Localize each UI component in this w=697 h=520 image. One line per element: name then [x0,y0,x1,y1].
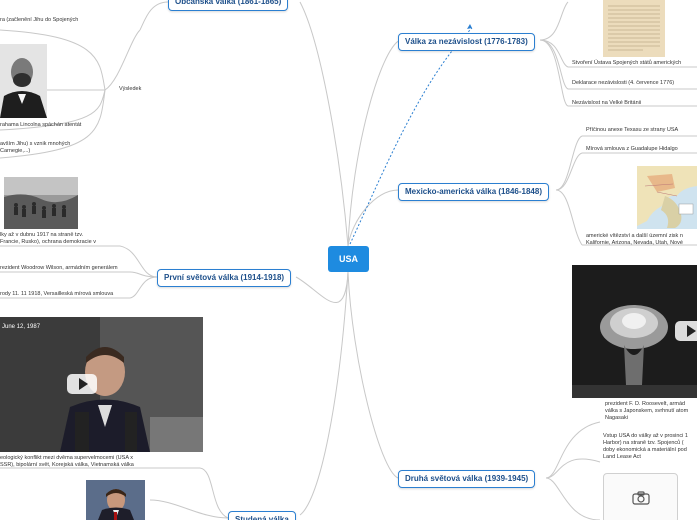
mexico-territory-map-image [637,166,697,229]
ww2-fdr-text-3: Nagasaki [605,415,628,421]
ww1-entry-text-1: lky až v dubnu 1917 na straně tzv. [0,232,84,238]
civil-war-result-label: Výsledek [119,86,142,92]
independence-britain-text: Nezávislost na Velké Británii [572,100,642,106]
video-date-caption: June 12, 1987 [2,324,41,330]
topic-independence-war[interactable]: Válka za nezávislost (1776-1783) [398,33,535,51]
atomic-explosion-video[interactable] [572,265,697,398]
ww2-entry-text-3: doby ekonomická a materiální pod [603,447,687,453]
lincoln-portrait-image [0,44,47,118]
mexico-result-text-1: americké vítězství a další územní zisk n [586,233,683,239]
civil-war-industry-text-1: avším Jihu) s vznik mnohých [0,141,71,147]
ww1-wilson-text: rezident Woodrow Wilson, armádním generá… [0,265,118,271]
root-node[interactable]: USA [328,246,369,272]
mexico-treaty-text: Mírová smlouva z Guadalupe Hidalgo [586,146,678,152]
play-icon[interactable] [67,374,97,394]
ww2-fdr-text-1: prezident F. D. Roosevelt, armád [605,401,686,407]
topic-mexican-american-war[interactable]: Mexicko-americká válka (1846-1848) [398,183,549,201]
mexico-result-text-2: Kalifornie, Arizona, Nevada, Utah, Nové [586,240,683,246]
topic-civil-war[interactable]: Občanská válka (1861-1865) [168,0,289,11]
ww1-entry-text-2: Francie, Rusko), ochrana demokracie v [0,239,96,245]
reagan-portrait-image [86,480,145,520]
ww2-entry-text-1: Vstup USA do války až v prosinci 1 [603,433,688,439]
cold-war-desc-text-1: eologický konflikt mezi dvěma supervelmo… [0,455,133,461]
ww1-trench-image [4,177,78,229]
play-icon[interactable] [675,321,697,341]
ww2-entry-text-4: Land Lease Act [603,454,641,460]
mexico-cause-text: Příčinou anexe Texasu ze strany USA [586,127,679,133]
independence-declaration-text: Deklarace nezávislosti (4. července 1776… [572,80,675,86]
civil-war-south-text: ra (začlenění Jihu do Spojených [0,17,79,23]
image-placeholder-box[interactable] [603,473,678,520]
camera-icon [631,491,650,505]
topic-world-war-1[interactable]: První světová válka (1914-1918) [157,269,292,287]
civil-war-industry-text-2: Carnegie,...) [0,148,31,154]
topic-world-war-2[interactable]: Druhá světová válka (1939-1945) [398,470,536,488]
ww2-entry-text-2: Harbor) na straně tzv. Spojenců ( [603,440,684,446]
civil-war-lincoln-text: rahama Lincolna spáchán atentát [0,122,82,128]
independence-constitution-text: Stvoření Ústava Spojených států americký… [572,60,682,66]
topic-cold-war[interactable]: Studená válka [228,511,296,520]
cold-war-desc-text-2: SSR), bipolární svět, Korejská válka, Vi… [0,462,134,468]
ww2-fdr-text-2: válka s Japonskem, svrhnutí atom [605,408,689,414]
reagan-speech-video[interactable]: June 12, 1987 [0,317,203,452]
ww1-end-text: rody 11. 11 1918, Versailleská mírová sm… [0,291,114,297]
constitution-document-image [603,0,665,57]
